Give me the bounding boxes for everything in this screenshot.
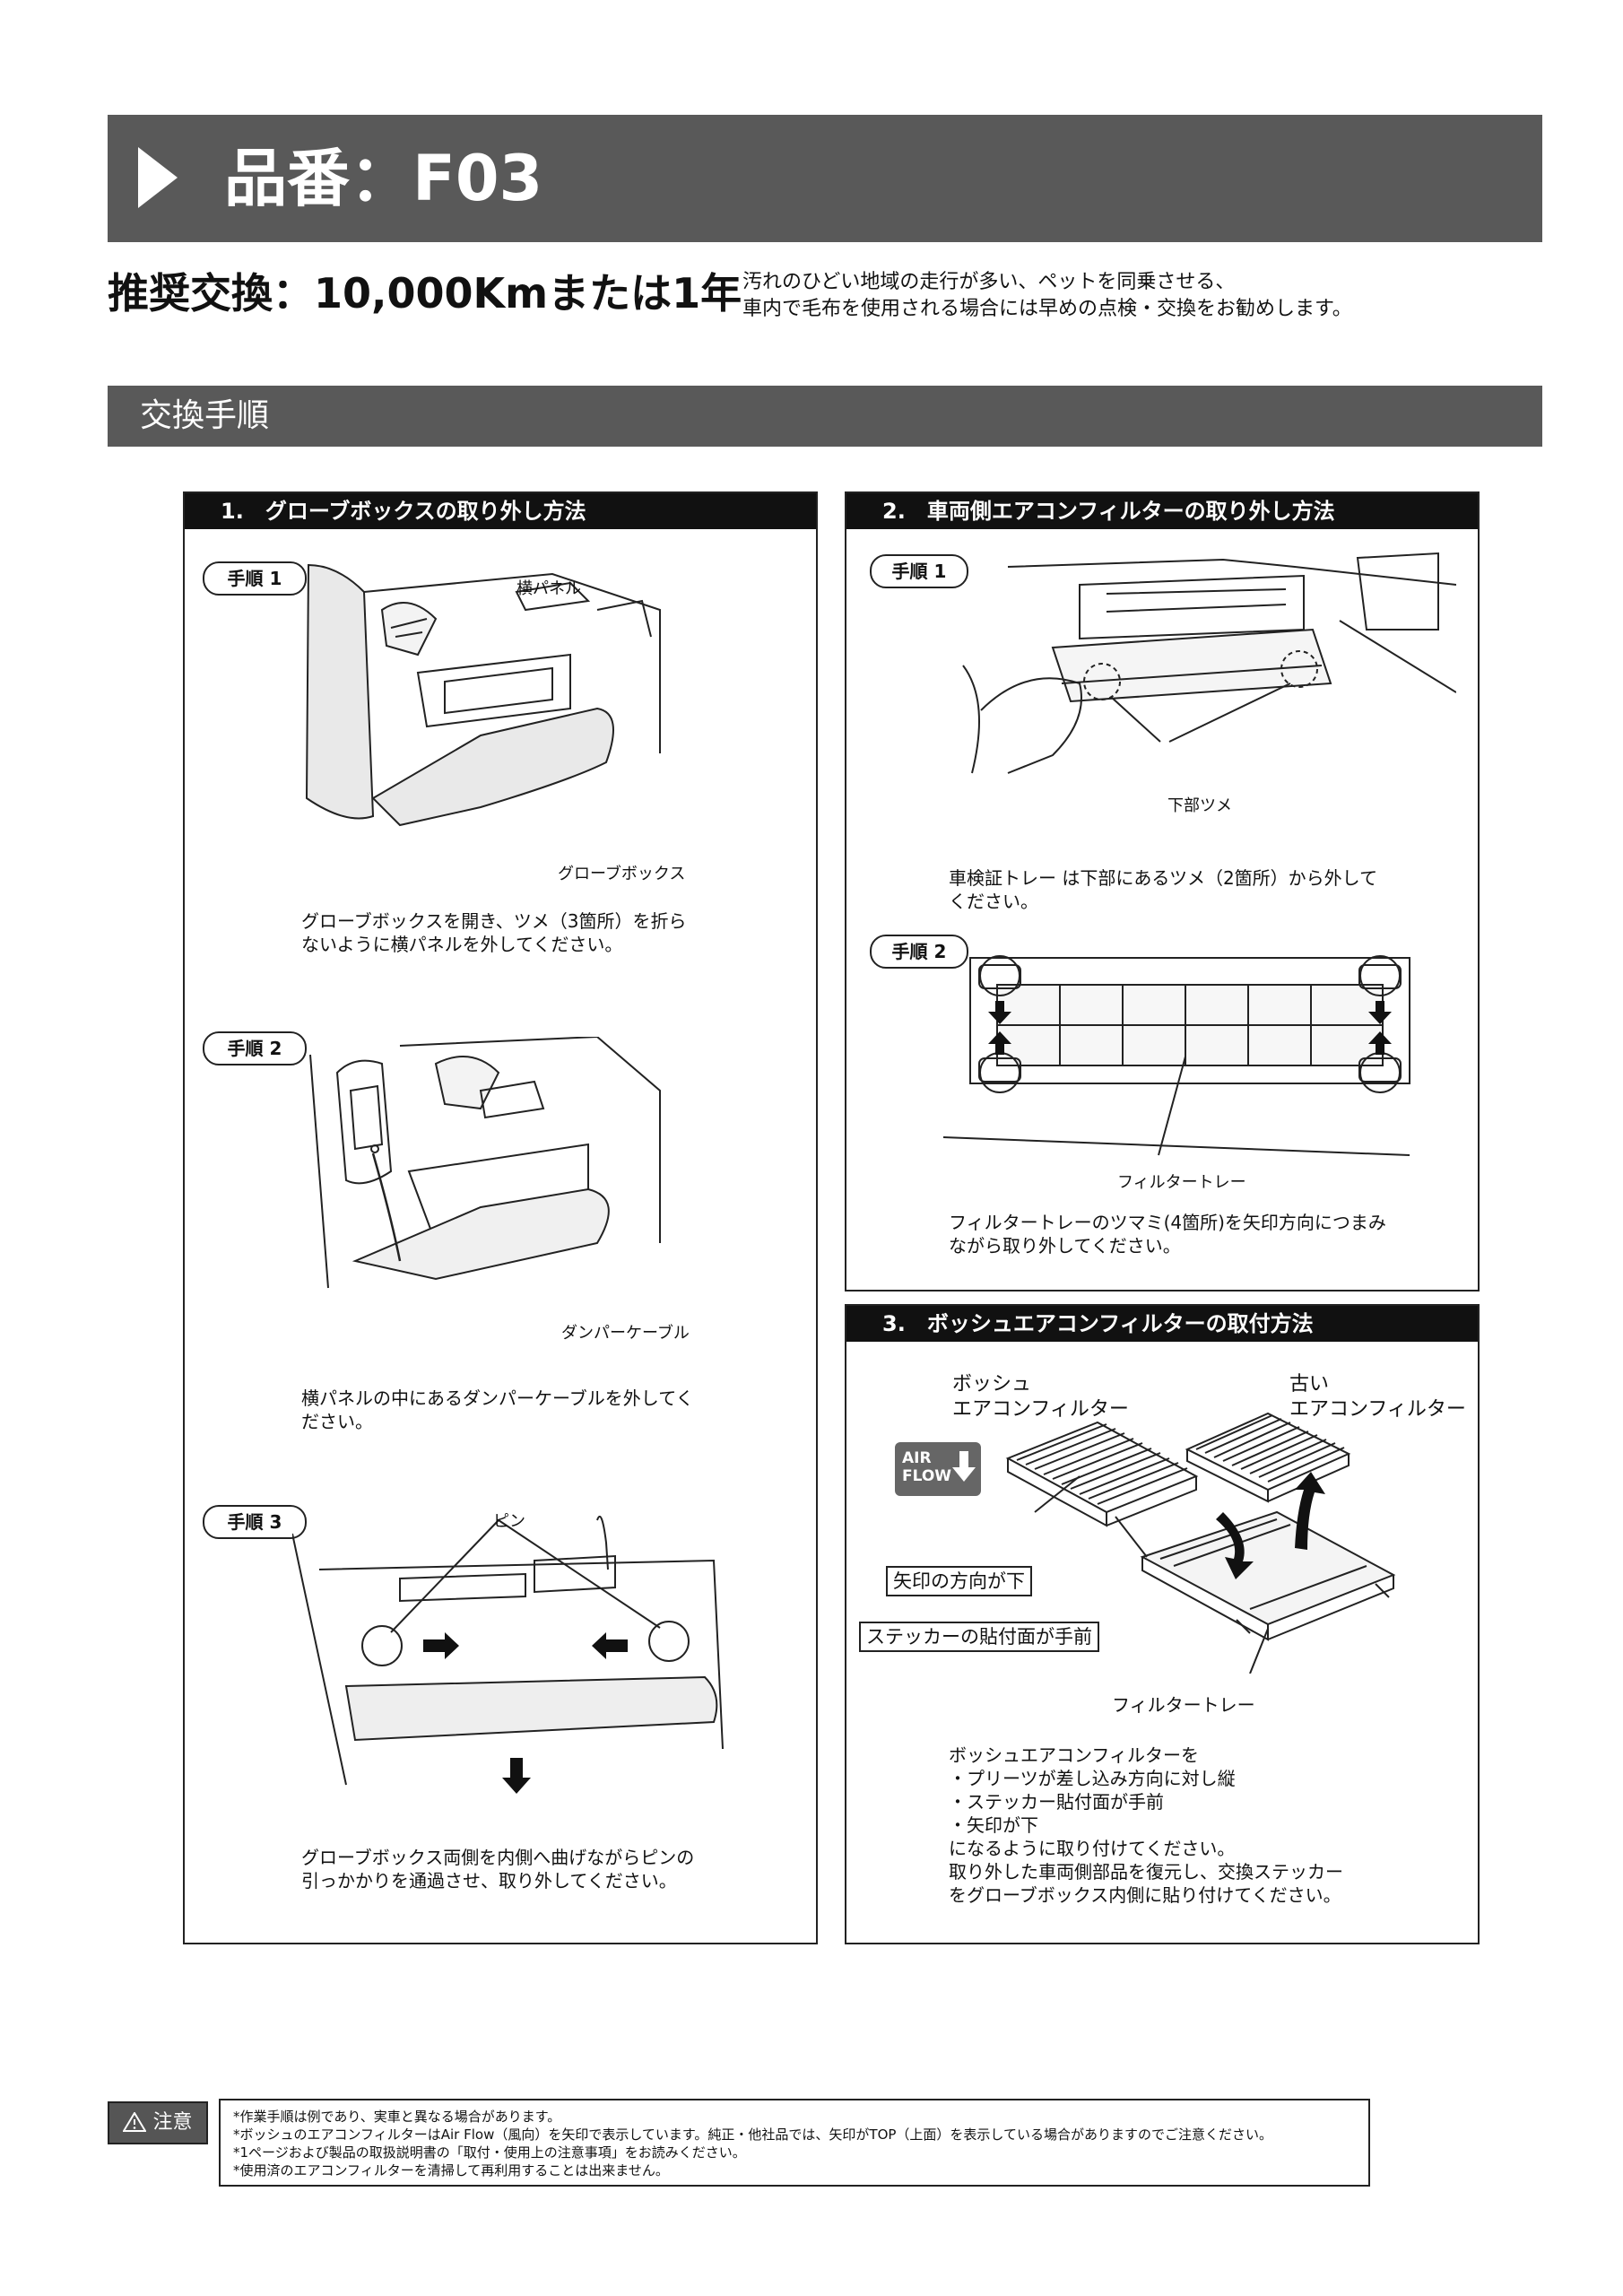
illustration-step2-damper xyxy=(301,1037,678,1306)
down-arrow-icon xyxy=(952,1451,976,1483)
airflow-badge: AIR FLOW xyxy=(895,1442,981,1496)
section-title: 交換手順 xyxy=(140,395,269,438)
instruction-line: 取り外した車両側部品を復元し、交換ステッカー xyxy=(949,1860,1343,1883)
caption-line: ながら取り外してください。 xyxy=(949,1234,1386,1257)
illustration-step3-pins xyxy=(292,1516,741,1803)
caution-line: *ボッシュのエアコンフィルターはAir Flow（風向）を矢印で表示しています。… xyxy=(233,2126,1356,2144)
caption-line: 引っかかりを通過させ、取り外してください。 xyxy=(301,1869,694,1892)
header-bar: 品番：F03 xyxy=(108,115,1542,242)
label-filter-tray: フィルタートレー xyxy=(1112,1695,1255,1715)
label-filter-tray: フィルタートレー xyxy=(1117,1173,1246,1193)
recommendation-note-line: 汚れのひどい地域の走行が多い、ペットを同乗させる、 xyxy=(742,269,1352,296)
section-bar: 交換手順 xyxy=(108,386,1542,447)
panel-bosch-install: 3. ボッシュエアコンフィルターの取付方法 ボッシュ エアコンフィルター 古い … xyxy=(845,1304,1480,1944)
instruction-line: ・ステッカー貼付面が手前 xyxy=(949,1790,1343,1813)
instruction-line: ・矢印が下 xyxy=(949,1813,1343,1837)
panel-title: 3. ボッシュエアコンフィルターの取付方法 xyxy=(846,1306,1478,1342)
step-caption: グローブボックス両側を内側へ曲げながらピンの 引っかかりを通過させ、取り外してく… xyxy=(301,1846,694,1892)
caption-line: ださい。 xyxy=(301,1410,694,1433)
label-line: ボッシュ xyxy=(952,1372,1129,1397)
step-pill: 手順 2 xyxy=(203,1031,307,1065)
instruction-line: ・プリーツが差し込み方向に対し縦 xyxy=(949,1767,1343,1790)
caution-line: *使用済のエアコンフィルターを清掃して再利用することは出来ません。 xyxy=(233,2161,1356,2179)
install-instructions: ボッシュエアコンフィルターを ・プリーツが差し込み方向に対し縦 ・ステッカー貼付… xyxy=(949,1744,1343,1907)
recommendation-note: 汚れのひどい地域の走行が多い、ペットを同乗させる、 車内で毛布を使用される場合に… xyxy=(742,269,1352,323)
caption-line: ないように横パネルを外してください。 xyxy=(301,933,687,956)
caption-line: グローブボックスを開き、ツメ（3箇所）を折ら xyxy=(301,909,687,933)
caution-tag: 注意 xyxy=(108,2101,208,2144)
step-caption: 横パネルの中にあるダンパーケーブルを外してく ださい。 xyxy=(301,1387,694,1433)
play-triangle-icon xyxy=(138,147,178,208)
caption-line: ください。 xyxy=(949,890,1377,913)
caption-line: フィルタートレーのツマミ(4箇所)を矢印方向につまみ xyxy=(949,1211,1386,1234)
panel-title: 1. グローブボックスの取り外し方法 xyxy=(185,493,816,529)
illustration-step1-glovebox xyxy=(301,556,678,852)
illustration-step1-tray-claws xyxy=(954,549,1456,791)
caption-line: 横パネルの中にあるダンパーケーブルを外してく xyxy=(301,1387,694,1410)
panel-glovebox-removal: 1. グローブボックスの取り外し方法 手順 1 横パネル グローブボックス グロ… xyxy=(183,491,818,1944)
recommendation-note-line: 車内で毛布を使用される場合には早めの点検・交換をお勧めします。 xyxy=(742,296,1352,323)
page-title: 品番：F03 xyxy=(224,138,542,219)
label-side-panel: 横パネル xyxy=(516,579,581,599)
sticker-side-label: ステッカーの貼付面が手前 xyxy=(859,1622,1099,1652)
label-line: 古い xyxy=(1289,1372,1466,1397)
label-glovebox: グローブボックス xyxy=(558,865,685,884)
instruction-line: になるように取り付けてください。 xyxy=(949,1837,1343,1860)
instruction-line: ボッシュエアコンフィルターを xyxy=(949,1744,1343,1767)
step-caption: グローブボックスを開き、ツメ（3箇所）を折ら ないように横パネルを外してください… xyxy=(301,909,687,956)
step-caption: フィルタートレーのツマミ(4箇所)を矢印方向につまみ ながら取り外してください。 xyxy=(949,1211,1386,1257)
illustration-step2-filter-tray xyxy=(943,949,1454,1164)
panel-title: 2. 車両側エアコンフィルターの取り外し方法 xyxy=(846,493,1478,529)
caption-line: 車検証トレー は下部にあるツメ（2箇所）から外して xyxy=(949,866,1377,890)
label-lower-claws: 下部ツメ xyxy=(1167,796,1232,816)
step-caption: 車検証トレー は下部にあるツメ（2箇所）から外して ください。 xyxy=(949,866,1377,913)
warning-triangle-icon xyxy=(123,2112,146,2132)
arrow-direction-label: 矢印の方向が下 xyxy=(886,1566,1032,1596)
instruction-line: をグローブボックス内側に貼り付けてください。 xyxy=(949,1883,1343,1907)
panel-vehicle-filter-removal: 2. 車両側エアコンフィルターの取り外し方法 手順 1 下部ツメ 車検証トレー … xyxy=(845,491,1480,1292)
label-pin: ピン xyxy=(493,1512,525,1532)
caption-line: グローブボックス両側を内側へ曲げながらピンの xyxy=(301,1846,694,1869)
caution-line: *作業手順は例であり、実車と異なる場合があります。 xyxy=(233,2108,1356,2126)
label-damper-cable: ダンパーケーブル xyxy=(561,1324,690,1344)
caution-line: *1ページおよび製品の取扱説明書の「取付・使用上の注意事項」をお読みください。 xyxy=(233,2144,1356,2161)
recommendation-main: 推奨交換：10,000Kmまたは1年 xyxy=(108,262,742,325)
step-pill: 手順 3 xyxy=(203,1505,307,1539)
caution-box: *作業手順は例であり、実車と異なる場合があります。 *ボッシュのエアコンフィルタ… xyxy=(219,2099,1370,2187)
caution-label: 注意 xyxy=(152,2111,192,2134)
step-pill: 手順 1 xyxy=(203,561,307,596)
